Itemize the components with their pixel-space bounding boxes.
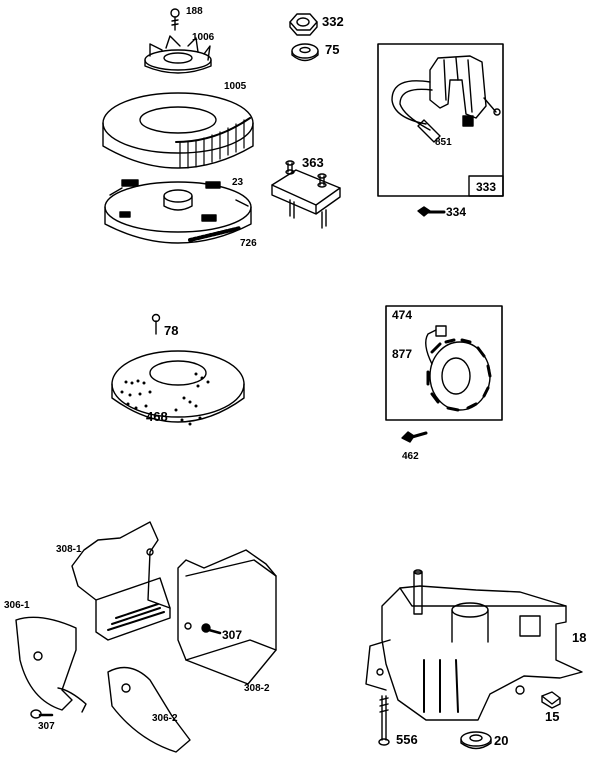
screw-307-left-drawing bbox=[30, 709, 54, 719]
label-part-851: 851 bbox=[435, 137, 452, 148]
label-part-468: 468 bbox=[146, 409, 168, 424]
label-part-78: 78 bbox=[164, 323, 179, 338]
blower-housing-308-2-drawing bbox=[177, 549, 277, 685]
label-part-188: 188 bbox=[186, 6, 203, 17]
label-part-18: 18 bbox=[572, 630, 587, 645]
part-15-drawing bbox=[541, 691, 561, 709]
label-part-556: 556 bbox=[396, 732, 418, 747]
screw-188-drawing bbox=[170, 8, 180, 31]
screw-334-drawing bbox=[417, 206, 446, 217]
label-part-15: 15 bbox=[545, 709, 560, 724]
label-part-306-1: 306-1 bbox=[4, 600, 30, 611]
shroud-306-2-drawing bbox=[107, 666, 191, 753]
flywheel-drawing bbox=[104, 179, 252, 244]
label-part-333: 333 bbox=[476, 180, 497, 194]
label-part-306-2: 306-2 bbox=[152, 713, 178, 724]
shroud-306-1-drawing bbox=[15, 616, 87, 713]
flywheel-plate-468-drawing bbox=[111, 350, 245, 426]
blower-housing-308-1-drawing bbox=[71, 521, 171, 641]
screw-78-drawing bbox=[151, 313, 161, 335]
alternator-box-474-drawing bbox=[385, 305, 503, 421]
label-part-75: 75 bbox=[325, 42, 340, 57]
screw-307-right-drawing bbox=[201, 623, 222, 635]
label-part-726: 726 bbox=[240, 238, 257, 249]
label-part-334: 334 bbox=[446, 205, 467, 219]
washer-75-drawing bbox=[291, 43, 319, 62]
rotating-screen-1005-drawing bbox=[102, 92, 254, 169]
bolt-556-drawing bbox=[378, 695, 390, 746]
screw-462-drawing bbox=[401, 431, 428, 443]
starter-cup-1006-drawing bbox=[144, 35, 212, 74]
label-part-308-2: 308-2 bbox=[244, 683, 270, 694]
washer-20-drawing bbox=[460, 731, 492, 750]
label-part-1005: 1005 bbox=[224, 81, 247, 92]
label-part-363: 363 bbox=[302, 155, 324, 170]
armature-box-333-drawing bbox=[377, 43, 504, 197]
nut-332-drawing bbox=[289, 13, 318, 36]
label-part-20: 20 bbox=[494, 733, 509, 748]
label-part-474: 474 bbox=[392, 308, 413, 322]
label-part-332: 332 bbox=[322, 14, 344, 29]
label-part-307-right: 307 bbox=[222, 628, 243, 642]
label-part-1006: 1006 bbox=[192, 32, 215, 43]
label-part-462: 462 bbox=[402, 451, 419, 462]
crankcase-18-drawing bbox=[365, 569, 583, 721]
label-part-307-left: 307 bbox=[38, 721, 55, 732]
label-part-877: 877 bbox=[392, 347, 413, 361]
bracket-363-drawing bbox=[271, 160, 341, 229]
label-part-308-1: 308-1 bbox=[56, 544, 82, 555]
label-part-23: 23 bbox=[232, 177, 244, 188]
